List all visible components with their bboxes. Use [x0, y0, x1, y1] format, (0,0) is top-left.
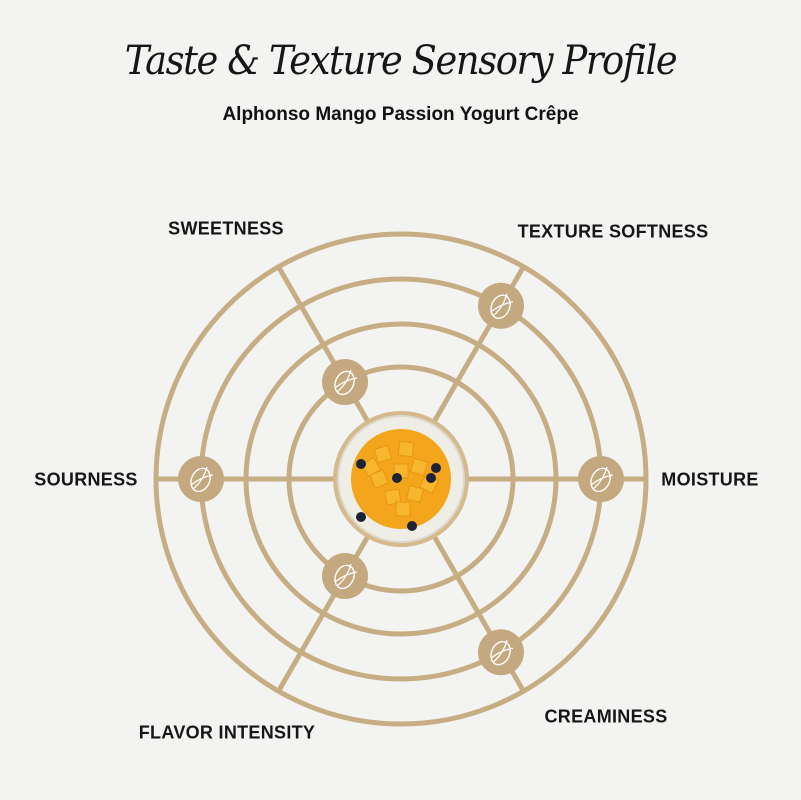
- mango-cube: [360, 456, 382, 478]
- leaf-logo-icon: [190, 466, 214, 490]
- leaf-logo-icon: [334, 563, 358, 587]
- blueberry: [356, 459, 366, 469]
- page-subtitle: Alphonso Mango Passion Yogurt Crêpe: [222, 104, 579, 125]
- axis-label-sourness: SOURNESS: [34, 469, 138, 490]
- axis-label-flavor-intensity: FLAVOR INTENSITY: [138, 722, 316, 743]
- leaf-logo-icon: [590, 466, 614, 490]
- leaf-logo-icon: [334, 564, 355, 590]
- mango-cube: [384, 488, 402, 506]
- leaf-logo-icon: [490, 640, 514, 663]
- leaf-logo-icon: [334, 369, 358, 393]
- blueberry: [426, 473, 436, 483]
- blueberry: [407, 521, 417, 531]
- axis-label-moisture: MOISTURE: [661, 469, 759, 490]
- mango-cube: [373, 444, 393, 464]
- leaf-logo-icon: [334, 370, 355, 396]
- axis-label-creaminess: CREAMINESS: [544, 706, 668, 727]
- leaf-logo-icon: [490, 293, 514, 317]
- leaf-logo-icon: [590, 467, 611, 493]
- leaf-logo-icon: [190, 467, 211, 493]
- mango-cube: [405, 484, 425, 504]
- blueberry: [356, 512, 366, 522]
- axis-label-sweetness: SWEETNESS: [168, 218, 284, 239]
- leaf-logo-icon: [490, 294, 511, 319]
- mango-cube: [395, 501, 411, 517]
- blueberry: [431, 463, 441, 473]
- leaf-logo-icon: [490, 640, 511, 666]
- mango-cube: [397, 440, 415, 458]
- axis-label-texture-softness: TEXTURE SOFTNESS: [517, 221, 709, 242]
- page-title: Taste & Texture Sensory Profile: [124, 38, 678, 84]
- mango-cube: [409, 457, 429, 477]
- blueberry: [392, 473, 402, 483]
